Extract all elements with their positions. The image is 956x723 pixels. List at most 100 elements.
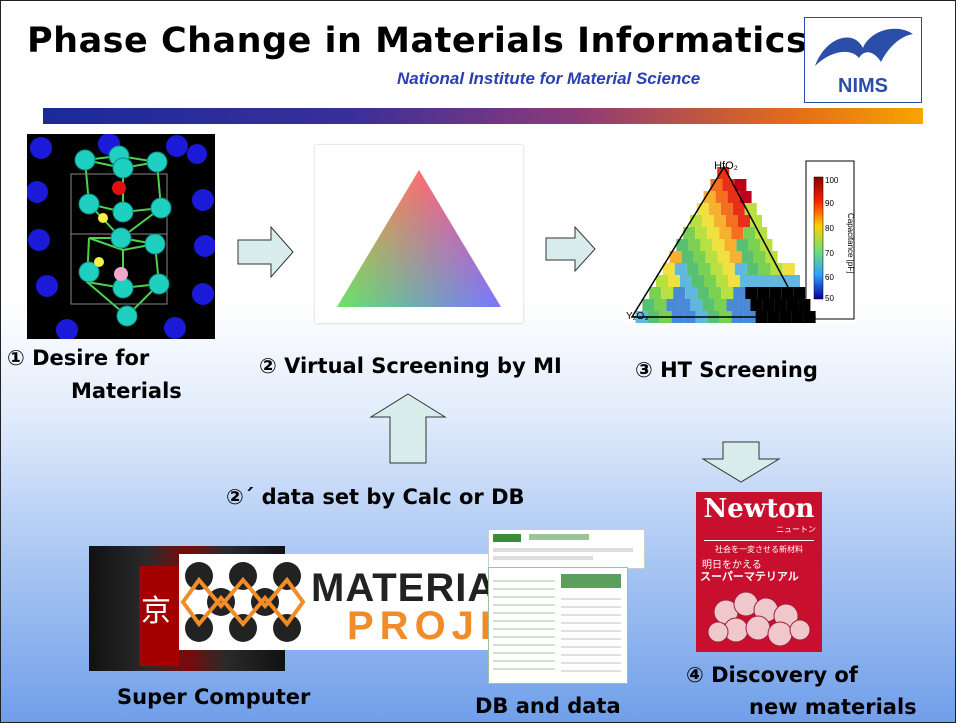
- heatmap-cell: [720, 203, 733, 215]
- heatmap-cell: [750, 215, 762, 227]
- heatmap-cell: [774, 299, 787, 311]
- colorbar-tick: 80: [825, 224, 834, 233]
- colorbar-tick: 100: [825, 176, 839, 185]
- heatmap-cell: [680, 275, 692, 287]
- heatmap-cell: [662, 263, 675, 275]
- heatmap-cell: [736, 239, 749, 251]
- heatmap-cell: [695, 227, 708, 239]
- heatmap-cell: [732, 203, 745, 215]
- heatmap-cell: [739, 191, 752, 203]
- newton-magazine-cover: Newton ニュートン 社会を一変させる新材料 明日をかえる スーパーマテリア…: [696, 492, 822, 652]
- colorbar-title: Capacitance [pF]: [846, 213, 855, 273]
- heatmap-cell: [731, 227, 744, 239]
- title-gradient-bar: [43, 108, 923, 124]
- step1-label-line2: Materials: [71, 379, 182, 403]
- heatmap-cell: [698, 263, 711, 275]
- up-arrow-icon: [369, 393, 447, 464]
- heatmap-cell: [738, 215, 750, 227]
- colorbar-tick: 90: [825, 199, 834, 208]
- heatmap-top-label: HfO₂: [714, 160, 738, 172]
- newton-line3: スーパーマテリアル: [700, 570, 799, 583]
- heatmap-cell: [712, 239, 725, 251]
- heatmap-left-label: Y₂O₃: [626, 311, 648, 322]
- step1-label-line1: ① Desire for: [7, 346, 150, 370]
- heatmap-cell: [757, 287, 770, 299]
- heatmap-cell: [686, 263, 699, 275]
- kei-glyph: 京: [141, 594, 171, 629]
- newton-line2: 明日をかえる: [702, 560, 762, 571]
- heatmap-cell: [661, 287, 674, 299]
- ternary-color-triangle: [315, 145, 523, 323]
- right-arrow-icon: [545, 226, 596, 272]
- heatmap-cell: [678, 299, 691, 311]
- heatmap-cell: [788, 275, 800, 287]
- newton-line1: 社会を一変させる新材料: [715, 545, 803, 554]
- heatmap-cell: [683, 227, 696, 239]
- step4-label-line2: new materials: [749, 695, 917, 719]
- supercomputer-label: Super Computer: [117, 685, 311, 709]
- heatmap-right-label: Al₂O₃: [792, 311, 817, 322]
- heatmap-cell: [793, 287, 806, 299]
- heatmap-cell: [724, 239, 737, 251]
- heatmap-cell: [722, 263, 735, 275]
- heatmap-cell: [721, 287, 734, 299]
- heatmap-cell: [716, 275, 728, 287]
- colorbar-tick: 50: [825, 294, 834, 303]
- heatmap-cell: [728, 275, 740, 287]
- heatmap-cell: [669, 251, 682, 263]
- heatmap-cell: [714, 215, 726, 227]
- heatmap-cell: [666, 299, 679, 311]
- newton-kana: ニュートン: [776, 525, 816, 534]
- heatmap-cell: [642, 299, 655, 311]
- heatmap-cell: [674, 263, 687, 275]
- molecule-illustration: [707, 591, 811, 647]
- heatmap-cell: [705, 251, 718, 263]
- heatmap-cell: [715, 191, 728, 203]
- heatmap-cell: [786, 299, 799, 311]
- heatmap-cell: [710, 263, 723, 275]
- db-website-screenshot: [488, 567, 628, 684]
- heatmap-cell: [752, 275, 764, 287]
- heatmap-cell: [764, 275, 776, 287]
- heatmap-cell: [746, 263, 759, 275]
- heatmap-cell: [673, 287, 686, 299]
- heatmap-cell: [745, 287, 758, 299]
- heatmap-cell: [762, 299, 775, 311]
- heatmap-cell: [741, 251, 754, 263]
- heatmap-cell: [748, 239, 761, 251]
- heatmap-cell: [733, 287, 746, 299]
- colorbar-tick: 60: [825, 273, 834, 282]
- heatmap-cell: [776, 275, 788, 287]
- db-website-header: [488, 529, 645, 569]
- heatmap-cell: [769, 287, 782, 299]
- slide-title: Phase Change in Materials Informatics: [27, 21, 808, 61]
- heatmap-cell: [697, 287, 710, 299]
- heatmap-cell: [710, 179, 723, 191]
- heatmap-cell: [753, 251, 766, 263]
- heatmap-cell: [726, 299, 739, 311]
- heatmap-cell: [693, 251, 706, 263]
- heatmap-cell: [750, 299, 763, 311]
- heatmap-cell: [700, 239, 713, 251]
- heatmap-cell: [690, 299, 703, 311]
- institute-subtitle: National Institute for Material Science: [397, 69, 701, 88]
- nims-logo-text: NIMS: [838, 75, 888, 97]
- colorbar-tick: 70: [825, 249, 834, 258]
- ht-screening-heatmap: HfO₂ Y₂O₃ Al₂O₃ 100 90 80 70 60: [624, 153, 856, 323]
- heatmap-cell: [676, 239, 689, 251]
- heatmap-cell: [714, 299, 727, 311]
- heatmap-cell: [729, 251, 742, 263]
- step3-label: ③ HT Screening: [635, 358, 818, 382]
- heatmap-cell: [758, 263, 771, 275]
- nims-logo: NIMS: [804, 17, 922, 103]
- step4-label-line1: ④ Discovery of: [686, 663, 858, 687]
- right-arrow-icon: [237, 226, 294, 278]
- heatmap-cell: [702, 299, 715, 311]
- step2-label: ② Virtual Screening by MI: [259, 354, 562, 378]
- step2b-label: ②´ data set by Calc or DB: [226, 485, 525, 509]
- heatmap-cell: [649, 287, 662, 299]
- heatmap-cell: [734, 263, 747, 275]
- heatmap-cell: [734, 179, 747, 191]
- heatmap-cell: [717, 251, 730, 263]
